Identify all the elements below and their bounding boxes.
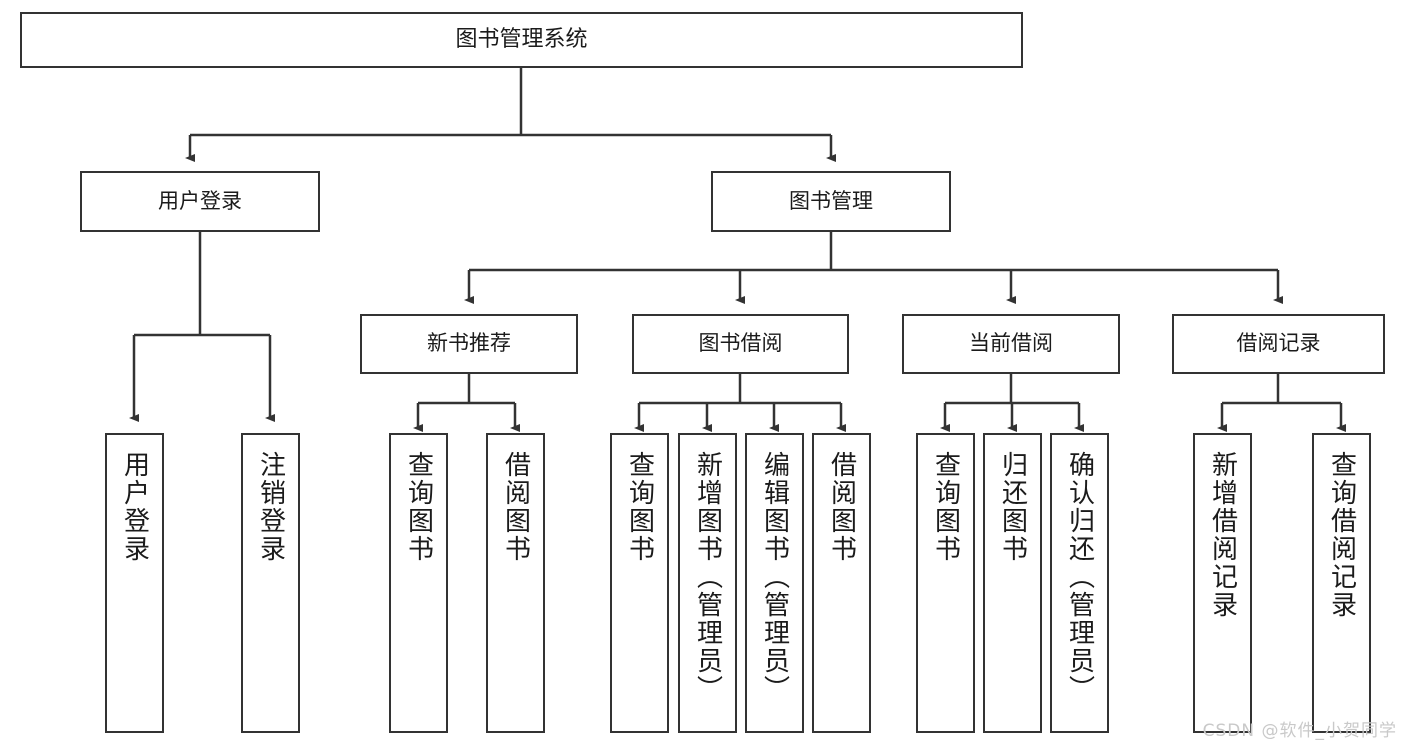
leaf-borrow-borrow-book[interactable]: 借阅图书 [812,433,871,733]
node-user-login[interactable]: 用户登录 [80,171,320,232]
leaf-label: 归还图书 [997,451,1028,563]
node-book-management-label: 图书管理 [789,188,873,213]
node-root[interactable]: 图书管理系统 [20,12,1023,68]
node-book-borrow-label: 图书借阅 [698,331,783,356]
node-root-label: 图书管理系统 [455,26,588,52]
leaf-label: 查询图书 [624,451,655,563]
leaf-label: 查询借阅记录 [1326,451,1357,619]
node-book-management[interactable]: 图书管理 [711,171,951,232]
leaf-borrow-query-book[interactable]: 查询图书 [610,433,669,733]
leaf-new-book-borrow[interactable]: 借阅图书 [486,433,545,733]
node-current-borrow-label: 当前借阅 [969,331,1053,356]
leaf-user-login-signin[interactable]: 用户登录 [105,433,164,733]
leaf-borrow-add-book-admin[interactable]: 新增图书（管理员） [678,433,737,733]
node-user-login-label: 用户登录 [158,188,242,213]
leaf-label: 新增借阅记录 [1207,451,1238,619]
leaf-new-book-query[interactable]: 查询图书 [389,433,448,733]
leaf-label: 用户登录 [119,451,150,563]
leaf-label: 查询图书 [930,451,961,563]
leaf-label: 编辑图书（管理员） [759,451,790,703]
node-borrow-records-label: 借阅记录 [1236,331,1321,356]
leaf-current-confirm-return-admin[interactable]: 确认归还（管理员） [1050,433,1109,733]
leaf-borrow-edit-book-admin[interactable]: 编辑图书（管理员） [745,433,804,733]
leaf-label: 确认归还（管理员） [1064,451,1095,703]
leaf-label: 查询图书 [403,451,434,563]
leaf-label: 借阅图书 [500,451,531,563]
leaf-current-return-book[interactable]: 归还图书 [983,433,1042,733]
node-book-borrow[interactable]: 图书借阅 [632,314,849,374]
node-new-book-recommend-label: 新书推荐 [427,331,511,356]
leaf-label: 注销登录 [255,451,286,563]
node-borrow-records[interactable]: 借阅记录 [1172,314,1385,374]
node-new-book-recommend[interactable]: 新书推荐 [360,314,578,374]
leaf-records-add-record[interactable]: 新增借阅记录 [1193,433,1252,733]
leaf-label: 新增图书（管理员） [692,451,723,703]
leaf-user-login-signout[interactable]: 注销登录 [241,433,300,733]
leaf-current-query-book[interactable]: 查询图书 [916,433,975,733]
csdn-watermark: CSDN @软件_小贺同学 [1202,721,1397,741]
leaf-label: 借阅图书 [826,451,857,563]
leaf-records-query-record[interactable]: 查询借阅记录 [1312,433,1371,733]
node-current-borrow[interactable]: 当前借阅 [902,314,1120,374]
